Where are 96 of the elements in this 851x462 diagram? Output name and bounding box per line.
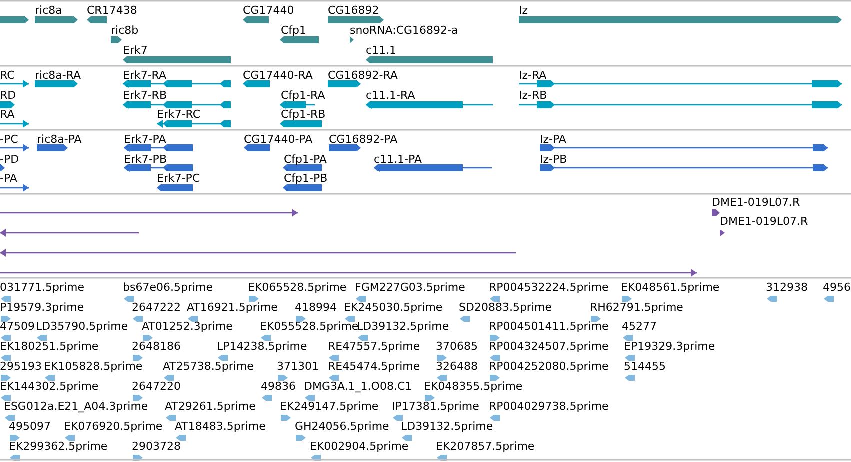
est-label: 45277: [622, 320, 657, 333]
gene-label: CR17438: [87, 4, 138, 17]
protein-label: Cfp1-PB: [284, 172, 328, 185]
est-label: LD39132.5prime: [357, 320, 450, 333]
transcript-label: CG17440-RA: [243, 69, 313, 82]
est-label: EK048355.5prime: [424, 380, 523, 393]
est-label: AT01252.3prime: [142, 320, 233, 333]
est-label: RP004324507.5prime: [489, 340, 609, 353]
est-label: EK002904.5prime: [310, 440, 409, 453]
est-label: AT16921.5prime: [187, 301, 278, 314]
est-label: 371301: [277, 360, 319, 373]
protein-label: -PA: [0, 172, 18, 185]
protein-label: Iz-PA: [540, 133, 566, 146]
est-label: DMG3A.1_1.O08.C1: [304, 380, 412, 393]
est-label: RE47557.5prime: [328, 340, 420, 353]
est-label: RP004252080.5prime: [489, 360, 609, 373]
est-label: 49836: [261, 380, 296, 393]
est-label: RP004501411.5prime: [489, 320, 609, 333]
est-label: 514455: [624, 360, 666, 373]
gene-label: Iz: [519, 4, 528, 17]
transcript-label: CG16892-RA: [328, 69, 398, 82]
est-label: 326488: [436, 360, 478, 373]
gene-label: Cfp1: [281, 24, 307, 37]
gene-label: c11.1: [366, 44, 397, 57]
transcript-label: Cfp1-RA: [281, 89, 326, 102]
protein-label: ric8a-PA: [37, 133, 82, 146]
gene-label: CG16892: [328, 4, 380, 17]
protein-label: -PC: [0, 133, 18, 146]
est-label: EK245030.5prime: [344, 301, 443, 314]
est-label: GH24056.5prime: [295, 420, 390, 433]
est-label: RH62791.5prime: [590, 301, 684, 314]
est-label: AT18483.5prime: [175, 420, 266, 433]
est-label: P19579.3prime: [0, 301, 84, 314]
est-label: EK299362.5prime: [9, 440, 108, 453]
protein-label: CG17440-PA: [244, 133, 313, 146]
protein-label: CG16892-PA: [329, 133, 398, 146]
transcript-label: Erk7-RA: [123, 69, 167, 82]
est-label: 295193: [0, 360, 42, 373]
est-label: ESG012a.E21_A04.3prime: [4, 400, 148, 413]
est-label: RP004029738.5prime: [489, 400, 609, 413]
protein-label: Erk7-PA: [124, 133, 166, 146]
est-label: FGM227G03.5prime: [355, 281, 466, 294]
gene-label: snoRNA:CG16892-a: [350, 24, 458, 37]
transcript-label: Erk7-RB: [123, 89, 167, 102]
transcript-label: Cfp1-RB: [281, 108, 326, 121]
protein-label: c11.1-PA: [374, 153, 422, 166]
est-label: IP17381.5prime: [392, 400, 480, 413]
est-label: 031771.5prime: [0, 281, 85, 294]
est-label: bs67e06.5prime: [123, 281, 214, 294]
est-label: EP19329.3prime: [624, 340, 716, 353]
transcript-label: Iz-RB: [519, 89, 548, 102]
est-label: 47509: [0, 320, 35, 333]
transcript-label: Erk7-RC: [157, 108, 201, 121]
est-label: EK048561.5prime: [621, 281, 720, 294]
est-label: 2648186: [132, 340, 181, 353]
transcript-label: ric8a-RA: [35, 69, 82, 82]
gene-label: ric8a: [35, 4, 62, 17]
protein-label: Cfp1-PA: [284, 153, 327, 166]
est-label: 312938: [766, 281, 808, 294]
est-label: EK055528.5prime: [260, 320, 359, 333]
protein-label: -PD: [0, 153, 20, 166]
est-label: EK105828.5prime: [44, 360, 143, 373]
gene-label: Erk7: [123, 44, 148, 57]
transcript-label: RA: [0, 108, 15, 121]
est-label: 418994: [295, 301, 337, 314]
est-label: 4956: [823, 281, 851, 294]
est-label: EK180251.5prime: [0, 340, 99, 353]
est-label: RP004532224.5prime: [489, 281, 609, 294]
gene-label: CG17440: [243, 4, 294, 17]
est-label: EK207857.5prime: [436, 440, 535, 453]
transcript-label: RC: [0, 69, 15, 82]
est-label: SD20883.5prime: [459, 301, 552, 314]
est-label: LD39132.5prime: [401, 420, 494, 433]
est-label: EK144302.5prime: [0, 380, 99, 393]
protein-label: Iz-PB: [540, 153, 568, 166]
clone-end-label: DME1-019L07.R: [712, 196, 800, 209]
protein-label: Erk7-PC: [157, 172, 200, 185]
est-label: 2903728: [132, 440, 181, 453]
est-label: LD35790.5prime: [36, 320, 128, 333]
protein-label: Erk7-PB: [124, 153, 167, 166]
est-label: AT29261.5prime: [165, 400, 256, 413]
gene-label: ric8b: [111, 24, 139, 37]
est-label: 2647222: [132, 301, 181, 314]
transcript-label: Iz-RA: [519, 69, 547, 82]
transcript-label: c11.1-RA: [366, 89, 416, 102]
est-label: 2647220: [132, 380, 181, 393]
est-label: EK076920.5prime: [64, 420, 163, 433]
est-label: RE45474.5prime: [328, 360, 420, 373]
transcript-label: RD: [0, 89, 16, 102]
est-label: EK249147.5prime: [280, 400, 379, 413]
est-label: AT25738.5prime: [163, 360, 254, 373]
est-label: 495097: [9, 420, 51, 433]
est-label: EK065528.5prime: [248, 281, 347, 294]
est-label: LP14238.5prime: [217, 340, 308, 353]
clone-end-label: DME1-019L07.R: [720, 215, 808, 228]
est-label: 370685: [436, 340, 478, 353]
